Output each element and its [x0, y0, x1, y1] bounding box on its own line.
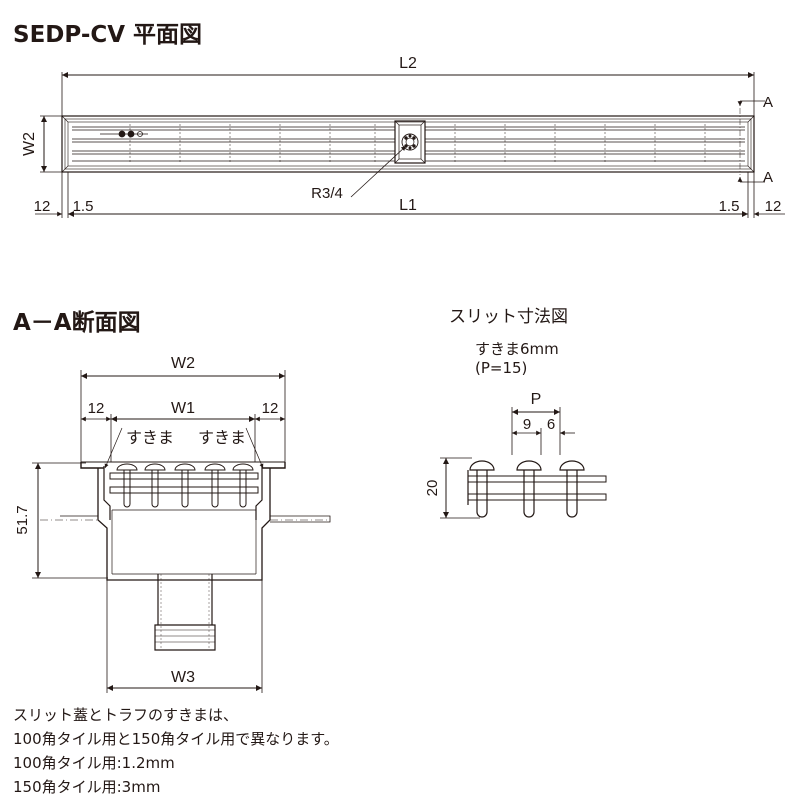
section-slit-bars: [109, 463, 259, 508]
drain-outlet-icon: [394, 120, 426, 164]
lift-key-icon: [100, 130, 148, 138]
note-line-3: 100角タイル用:1.2mm: [13, 754, 175, 772]
slit-detail: P 9 6 20: [424, 391, 607, 519]
slit-dimension-heading: スリット寸法図: [449, 307, 568, 327]
section-view: W2 12 W1 12 すきま すきま 51.7 W3: [14, 355, 331, 693]
slit-20-label: 20: [424, 480, 441, 497]
section-right-12-label: 12: [262, 400, 279, 417]
trough-outline: [61, 115, 755, 173]
section-view-heading: A－A断面図: [13, 310, 141, 336]
trough-body: [97, 468, 271, 581]
pitch-label: P: [531, 391, 542, 408]
outlet-pipe: [154, 574, 216, 651]
plan-view-heading: SEDP-CV 平面図: [13, 22, 203, 48]
section-left-12-label: 12: [88, 400, 105, 417]
slit-6-label: 6: [547, 416, 555, 433]
l2-label: L2: [399, 55, 417, 72]
r34-leader-line: [350, 145, 407, 198]
left-12-label: 12: [34, 198, 51, 215]
section-w2-label: W2: [171, 355, 195, 372]
gap-label-left: すきま: [126, 428, 174, 447]
right-12-label: 12: [765, 198, 782, 215]
w3-label: W3: [171, 669, 195, 686]
plan-slits: [72, 126, 745, 162]
section-mark-a-top: A: [763, 94, 773, 111]
l1-label: L1: [399, 197, 417, 214]
height-label: 51.7: [14, 505, 31, 534]
r34-label: R3/4: [311, 185, 343, 202]
note-line-1: スリット蓋とトラフのすきまは、: [13, 706, 239, 724]
slit-pitch-note: (P=15): [475, 359, 528, 377]
section-w1-label: W1: [171, 400, 195, 417]
section-mark-a-bottom: A: [763, 169, 773, 186]
left-15-label: 1.5: [73, 198, 94, 215]
slit-9-label: 9: [523, 416, 531, 433]
w2-label-plan: W2: [21, 132, 38, 156]
slit-bar-shapes: [469, 460, 585, 518]
plan-view: L2 W2 A A R3/4 L1 12 1.5 1.5 12: [21, 55, 785, 218]
note-line-2: 100角タイル用と150角タイル用で異なります。: [13, 730, 339, 748]
right-15-label: 1.5: [719, 198, 740, 215]
slit-gap-label: すきま6mm: [475, 340, 559, 358]
note-line-4: 150角タイル用:3mm: [13, 778, 161, 796]
gap-label-right: すきま: [198, 428, 246, 447]
